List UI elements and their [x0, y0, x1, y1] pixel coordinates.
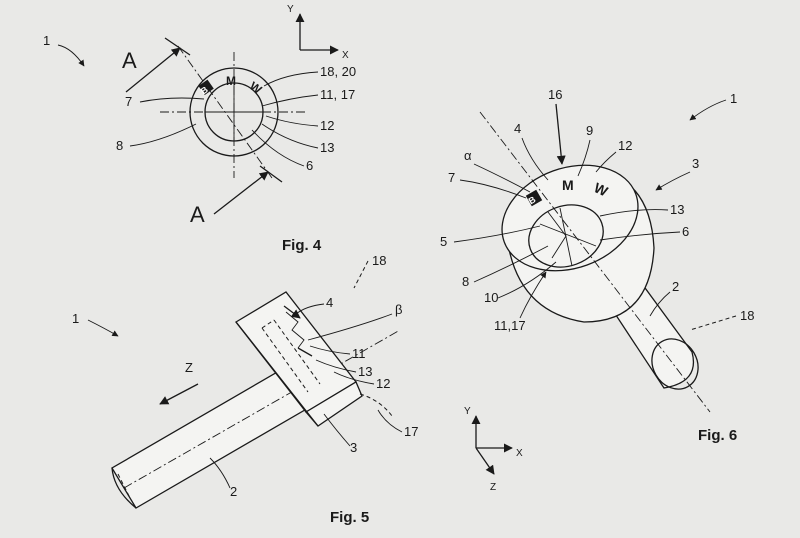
fig6-ref-13: 13 — [670, 202, 684, 217]
fig6-emblem-letter-b: B — [527, 194, 538, 206]
fig6-ref-2: 2 — [672, 279, 679, 294]
fig6-inner-circle — [528, 204, 604, 268]
fig6-ref-18: 18 — [740, 308, 754, 323]
fig4-ref-18-20: 18, 20 — [320, 64, 356, 79]
fig5-ref-4: 4 — [326, 295, 333, 310]
fig6-ref-16: 16 — [548, 87, 562, 102]
fig5-ref-17: 17 — [404, 424, 418, 439]
fig4-caption: Fig. 4 — [282, 237, 322, 254]
fig5-axes: Y X Z — [464, 406, 523, 493]
fig6-ref-11-17: 11,17 — [494, 318, 526, 333]
fig6-ref-6: 6 — [682, 224, 689, 239]
fig4-ref-11-17: 11, 17 — [320, 87, 355, 102]
fig5-ref-z: Z — [185, 360, 193, 375]
fig5-ref-18: 18 — [372, 253, 386, 268]
fig5-ref-13: 13 — [358, 364, 372, 379]
fig4-ref-6: 6 — [306, 158, 313, 173]
fig5-ref-beta: β — [395, 302, 402, 317]
fig4-outer-ring — [189, 67, 279, 157]
fig6-ref-1: 1 — [730, 91, 737, 106]
fig5-ref-2: 2 — [230, 484, 237, 499]
fig4-section-mark-bottom: A — [190, 202, 205, 227]
fig6-ref-9: 9 — [586, 123, 593, 138]
fig4-ref-12: 12 — [320, 118, 334, 133]
figure-6: 1 B M W 16 4 9 12 — [440, 87, 754, 444]
fig5-head — [235, 291, 393, 427]
fig6-ref-4: 4 — [514, 121, 521, 136]
fig4-ref-7: 7 — [125, 94, 132, 109]
fig6-ref-3: 3 — [692, 156, 699, 171]
fig4-axis-y: Y — [287, 4, 294, 15]
fig6-emblem: B M W — [525, 177, 611, 207]
fig6-ref-alpha: α — [464, 148, 472, 163]
fig5-axis-z: Z — [490, 482, 496, 493]
fig5-ref-12: 12 — [376, 376, 390, 391]
fig5-axis-x: X — [516, 448, 523, 459]
fig6-ref-5: 5 — [440, 234, 447, 249]
fig4-axes: Y X — [287, 4, 349, 61]
fig5-ref-11: 11 — [352, 346, 366, 361]
fig4-axis-x: X — [342, 50, 349, 61]
fig6-caption: Fig. 6 — [698, 427, 737, 444]
fig6-ref-10: 10 — [484, 290, 498, 305]
fig4-emblem-letter-w: W — [247, 79, 265, 97]
fig6-ref-8: 8 — [462, 274, 469, 289]
fig6-ref-7: 7 — [448, 170, 455, 185]
fig4-ref-8: 8 — [116, 138, 123, 153]
fig4-ref-1: 1 — [43, 33, 50, 48]
fig4-emblem: B M W — [198, 74, 265, 97]
fig4-emblem-letter-b: B — [199, 84, 210, 96]
fig6-emblem-letter-m: M — [562, 177, 574, 193]
fig4-emblem-letter-m: M — [226, 74, 236, 88]
fig6-head — [501, 164, 655, 323]
fig5-ref-1: 1 — [72, 311, 79, 326]
fig4-section-line: A A — [122, 37, 283, 227]
fig5-ref-3: 3 — [350, 440, 357, 455]
figure-4: Y X 1 B M W A A 7 — [43, 4, 356, 254]
fig5-caption: Fig. 5 — [330, 509, 369, 526]
fig4-section-mark-top: A — [122, 48, 137, 73]
fig5-axis-y: Y — [464, 406, 471, 417]
fig4-ref-13: 13 — [320, 140, 334, 155]
fig6-ref-12: 12 — [618, 138, 632, 153]
figure-5: 1 Z 18 4 β 11 — [72, 253, 523, 526]
